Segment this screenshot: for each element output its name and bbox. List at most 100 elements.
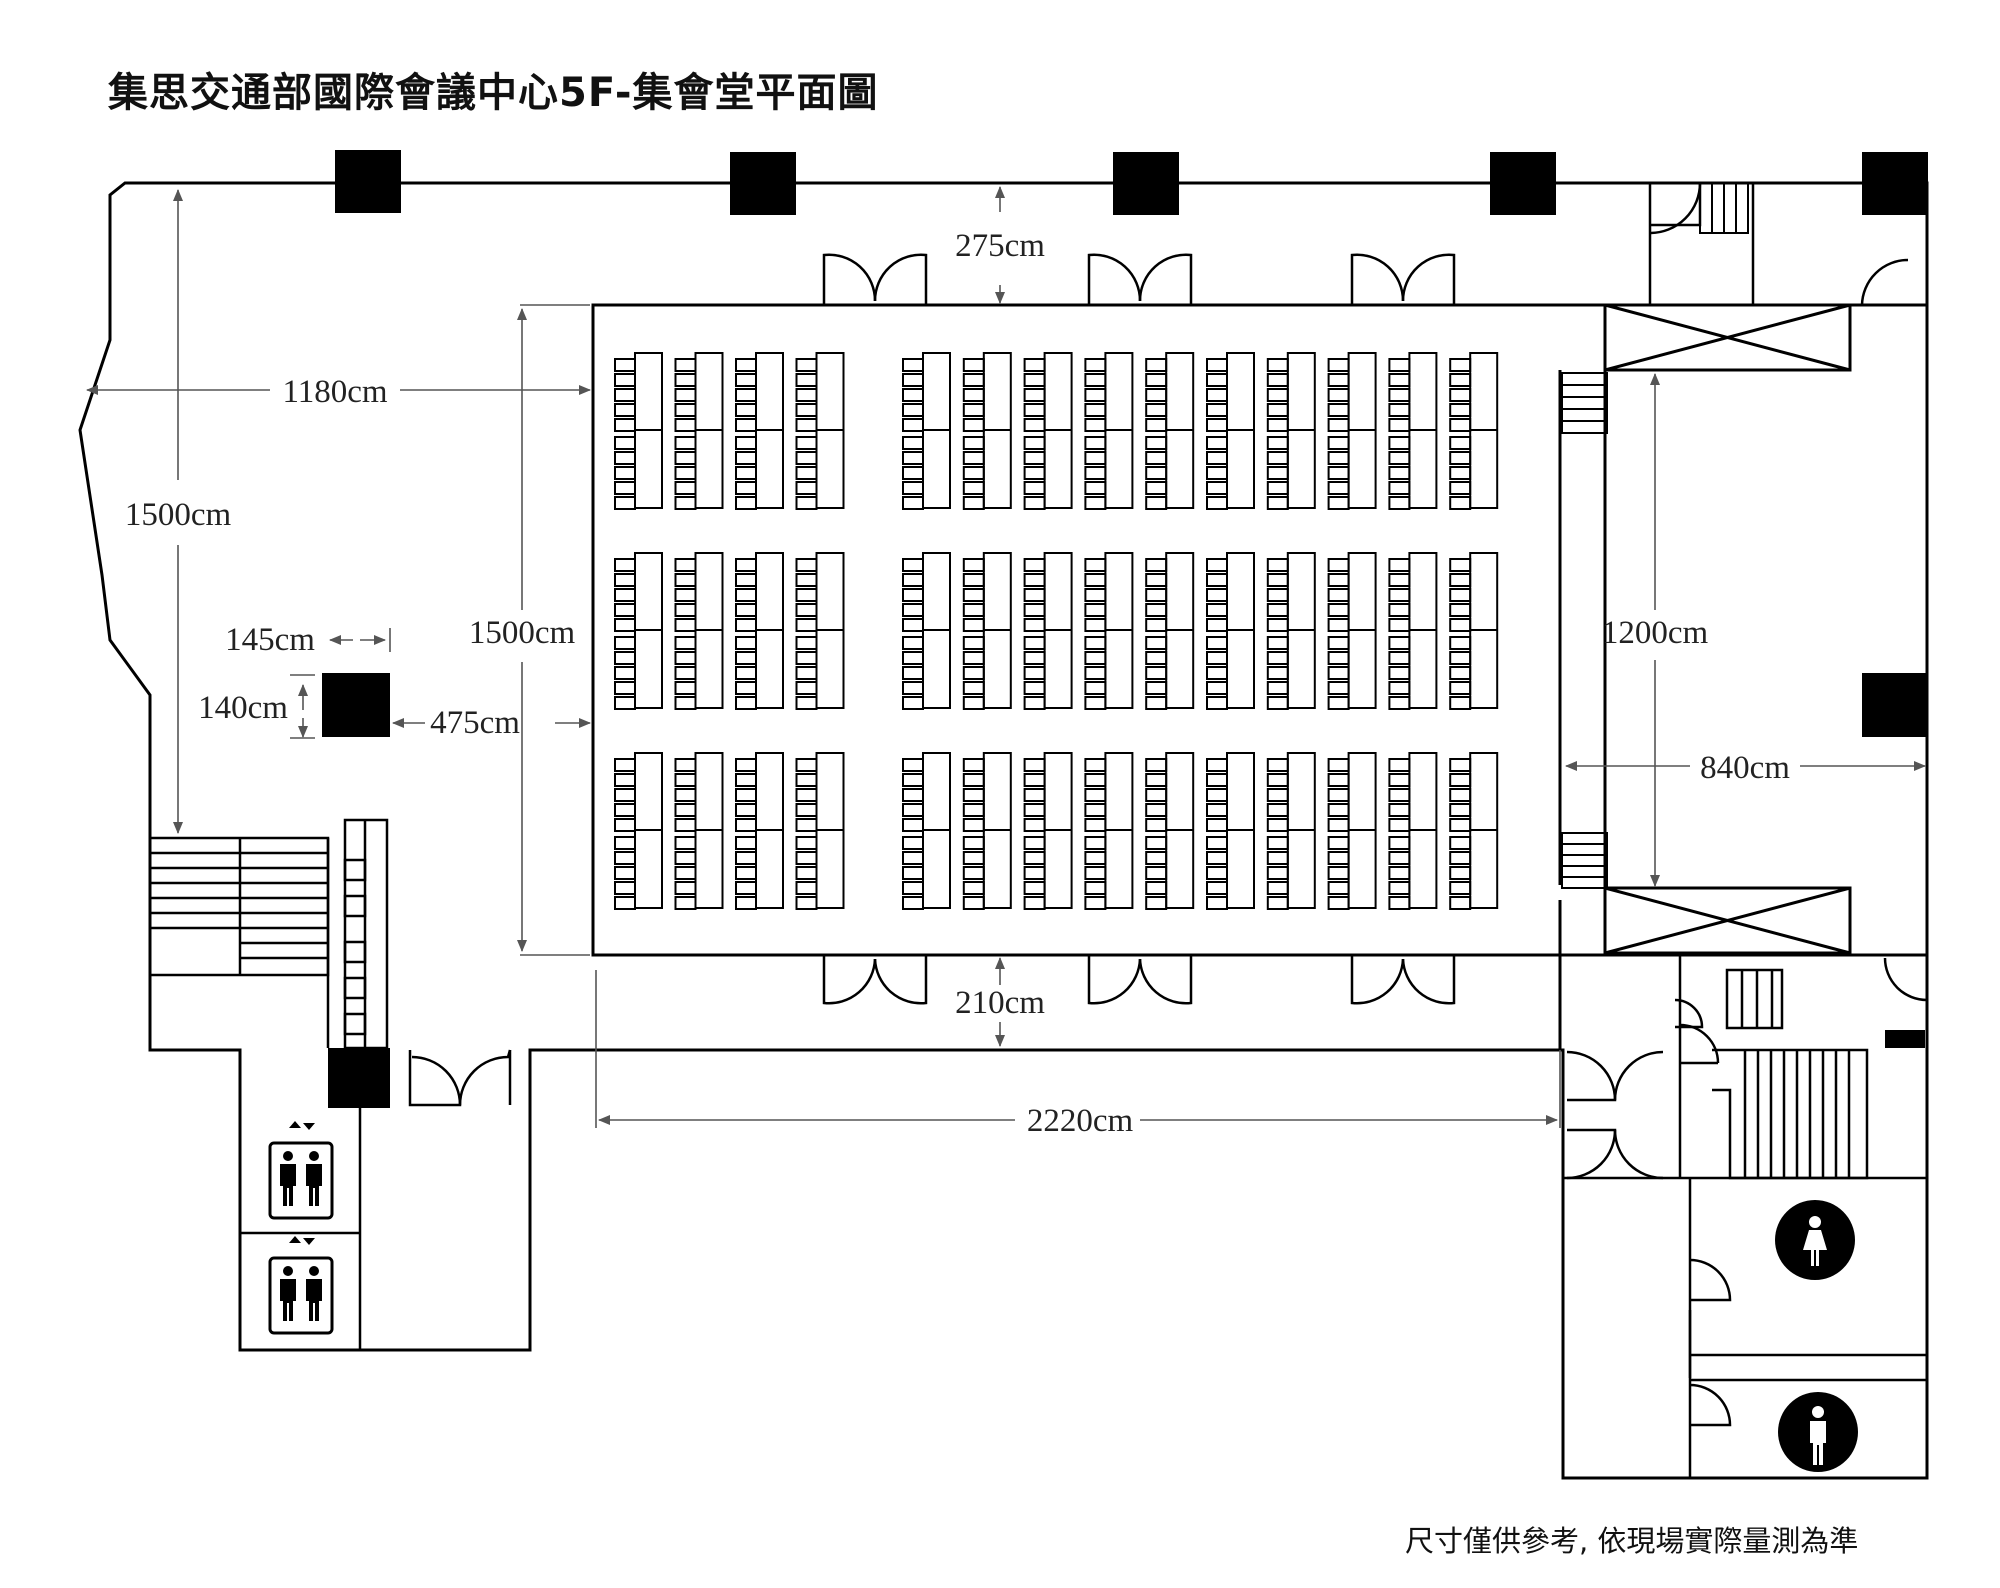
seat bbox=[1327, 573, 1350, 587]
dim-left-width: 1180cm bbox=[282, 374, 387, 410]
seat bbox=[1023, 836, 1046, 850]
seat bbox=[1206, 418, 1228, 432]
seat bbox=[1206, 618, 1228, 632]
hall-door-north-3[interactable] bbox=[1350, 253, 1456, 305]
seat bbox=[1145, 588, 1168, 602]
seating-table bbox=[1145, 352, 1195, 510]
seat bbox=[735, 451, 757, 465]
hall-door-south-2[interactable] bbox=[1087, 955, 1193, 1005]
seat bbox=[674, 603, 697, 617]
seat bbox=[1266, 603, 1289, 617]
seat bbox=[735, 418, 757, 432]
seat bbox=[962, 496, 985, 510]
seat bbox=[1145, 696, 1168, 710]
seat bbox=[674, 588, 697, 602]
seat bbox=[795, 851, 818, 865]
seat bbox=[1023, 373, 1046, 387]
seat bbox=[1023, 466, 1046, 480]
seat bbox=[962, 403, 985, 417]
seating-table bbox=[1145, 752, 1195, 910]
seat bbox=[1145, 558, 1168, 572]
seating-table bbox=[614, 552, 663, 710]
seat bbox=[1388, 666, 1411, 680]
seat bbox=[795, 666, 818, 680]
seat bbox=[1327, 788, 1350, 802]
seat bbox=[1327, 451, 1350, 465]
seat bbox=[962, 851, 985, 865]
seating-table bbox=[735, 352, 784, 510]
seating-table bbox=[1084, 752, 1134, 910]
seating-table bbox=[1449, 752, 1499, 910]
hall-door-south-3[interactable] bbox=[1350, 955, 1456, 1005]
seat bbox=[902, 403, 924, 417]
seat bbox=[962, 388, 985, 402]
seat bbox=[1388, 388, 1411, 402]
seat bbox=[1206, 496, 1228, 510]
hall-door-north-1[interactable] bbox=[822, 253, 928, 305]
seat bbox=[1266, 496, 1289, 510]
hall-doors[interactable] bbox=[822, 253, 1456, 1005]
seat bbox=[1084, 588, 1107, 602]
seat bbox=[674, 681, 697, 695]
seat bbox=[1388, 451, 1411, 465]
seat bbox=[1023, 818, 1046, 832]
seat bbox=[962, 481, 985, 495]
seat bbox=[614, 373, 636, 387]
seating-table bbox=[614, 352, 663, 510]
seat bbox=[1084, 803, 1107, 817]
seat bbox=[614, 466, 636, 480]
seating-table bbox=[1023, 552, 1073, 710]
seat bbox=[1084, 836, 1107, 850]
seat bbox=[795, 881, 818, 895]
seat bbox=[1266, 818, 1289, 832]
seat bbox=[795, 788, 818, 802]
hall-door-south-1[interactable] bbox=[822, 955, 928, 1005]
seat bbox=[1266, 481, 1289, 495]
seat bbox=[902, 451, 924, 465]
seat bbox=[1145, 773, 1168, 787]
seat bbox=[735, 436, 757, 450]
seat bbox=[614, 681, 636, 695]
hall-door-north-2[interactable] bbox=[1087, 253, 1193, 305]
seat bbox=[962, 603, 985, 617]
seat bbox=[1388, 466, 1411, 480]
seat bbox=[1266, 881, 1289, 895]
seat bbox=[735, 851, 757, 865]
seat bbox=[1327, 496, 1350, 510]
seat bbox=[1023, 636, 1046, 650]
dim-hall-width: 2220cm bbox=[1027, 1103, 1134, 1139]
seat bbox=[1084, 896, 1107, 910]
seat bbox=[1023, 666, 1046, 680]
seat bbox=[1388, 403, 1411, 417]
seat bbox=[1327, 373, 1350, 387]
seat bbox=[735, 636, 757, 650]
seat bbox=[795, 481, 818, 495]
seating-table bbox=[1449, 352, 1499, 510]
seat bbox=[1206, 773, 1228, 787]
seat bbox=[1449, 866, 1472, 880]
seat bbox=[1023, 681, 1046, 695]
seat bbox=[674, 558, 697, 572]
seat bbox=[902, 696, 924, 710]
seat bbox=[1145, 896, 1168, 910]
seat bbox=[1145, 436, 1168, 450]
seat bbox=[1449, 758, 1472, 772]
seat bbox=[735, 603, 757, 617]
seat bbox=[1327, 836, 1350, 850]
seat bbox=[962, 651, 985, 665]
seat bbox=[735, 618, 757, 632]
seat bbox=[735, 866, 757, 880]
pillar-small bbox=[1885, 1030, 1925, 1048]
seat bbox=[674, 636, 697, 650]
seat bbox=[735, 803, 757, 817]
seat bbox=[735, 681, 757, 695]
seat bbox=[1023, 436, 1046, 450]
seat bbox=[902, 558, 924, 572]
pillar-top-1 bbox=[335, 150, 401, 213]
seat bbox=[1084, 818, 1107, 832]
seat bbox=[1388, 866, 1411, 880]
seat bbox=[795, 388, 818, 402]
seat bbox=[1023, 481, 1046, 495]
seat bbox=[1206, 851, 1228, 865]
